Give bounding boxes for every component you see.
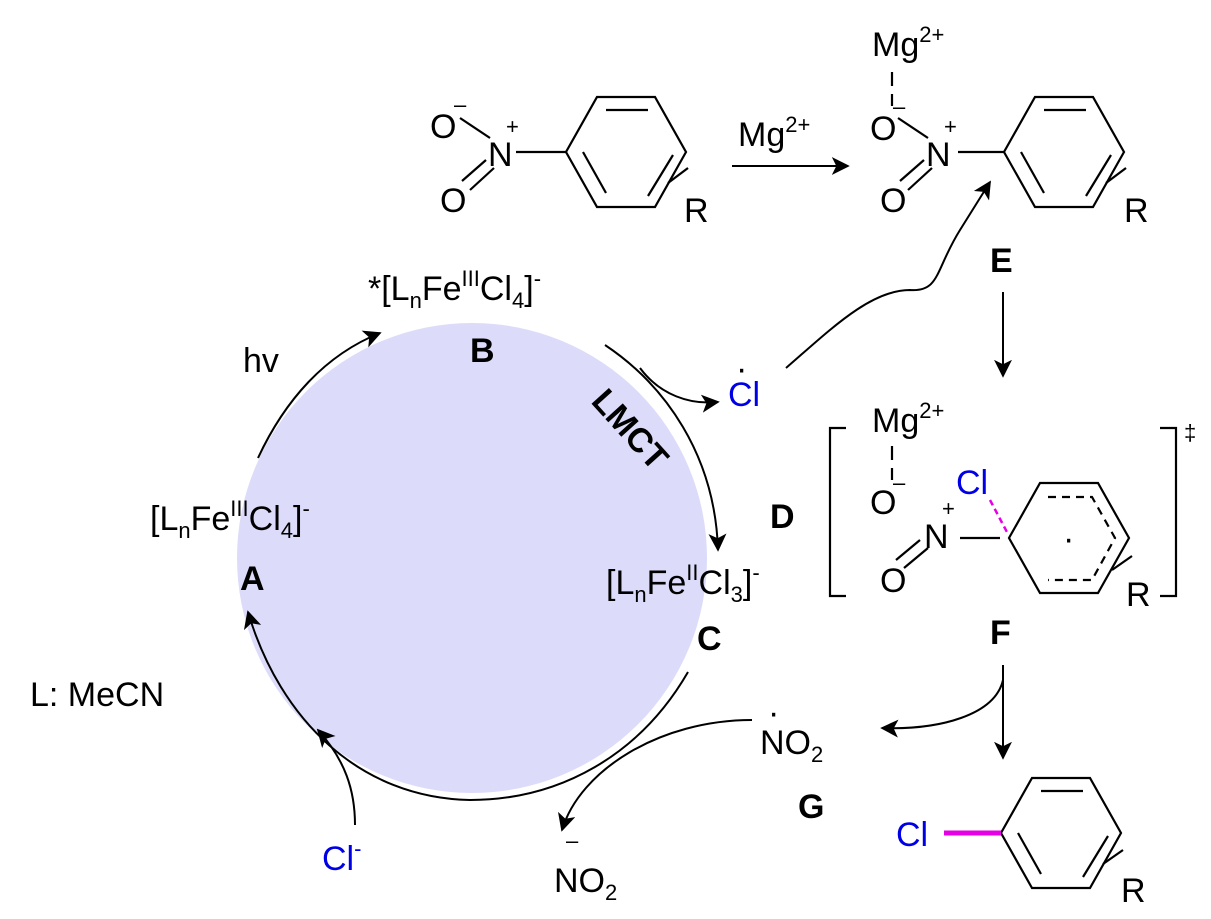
svg-text:Cl: Cl — [956, 464, 988, 502]
svg-text:O: O — [430, 108, 456, 146]
no2-radical: NO2 — [760, 724, 823, 767]
svg-text:–: – — [893, 470, 906, 495]
label-b: B — [470, 332, 495, 370]
no2-radical-dot: · — [768, 694, 779, 732]
svg-text:O: O — [880, 182, 906, 220]
label-hv: hv — [243, 342, 279, 380]
svg-text:Mg2+: Mg2+ — [872, 22, 944, 64]
svg-text:Cl: Cl — [896, 816, 928, 854]
label-e: E — [990, 242, 1013, 280]
arrow-f-to-no2 — [880, 679, 1004, 738]
svg-text:+: + — [944, 114, 957, 139]
chloroarene-product: Cl R — [896, 776, 1146, 910]
arrow-no2-reduction — [558, 719, 753, 832]
svg-text:R: R — [1121, 872, 1146, 910]
label-ligand: L: MeCN — [30, 676, 164, 714]
species-e-structure: Mg2+ O – N + O R — [870, 22, 1149, 230]
svg-text:+: + — [506, 114, 519, 139]
svg-text:R: R — [1126, 576, 1151, 614]
arrow-cl-radical-release — [639, 367, 720, 413]
species-a-formula: [LnFeIIICl4]- — [150, 496, 310, 543]
svg-text:–: – — [454, 92, 467, 117]
label-d: D — [770, 498, 795, 536]
svg-text:Mg2+: Mg2+ — [872, 398, 944, 440]
svg-text:R: R — [1124, 192, 1149, 230]
chloride-ion: Cl- — [322, 836, 361, 878]
chlorine-radical-dot: · — [736, 350, 747, 388]
svg-text:O: O — [440, 182, 466, 220]
svg-text:N: N — [488, 136, 513, 174]
nitroarene-reactant: O – N + O R — [430, 92, 709, 230]
arrow-chloride-in — [316, 728, 356, 826]
nitrite: NO2 — [554, 862, 617, 905]
svg-text:‡: ‡ — [1184, 420, 1196, 445]
svg-text:–: – — [893, 94, 906, 119]
arrow-cl-radical-attack — [785, 180, 991, 369]
svg-text:·: · — [1063, 520, 1074, 558]
species-b-formula: *[LnFeIIICl4]- — [368, 266, 541, 313]
label-f: F — [990, 614, 1011, 652]
svg-text:N: N — [926, 136, 951, 174]
reagent-mg: Mg2+ — [738, 112, 810, 154]
nitrite-charge: – — [566, 828, 579, 853]
svg-text:O: O — [880, 562, 906, 600]
svg-text:+: + — [942, 496, 955, 521]
label-c: C — [697, 620, 722, 658]
label-g: G — [798, 788, 824, 826]
arc-b-to-c — [604, 344, 727, 552]
label-a: A — [240, 560, 265, 598]
svg-text:R: R — [684, 192, 709, 230]
svg-text:O: O — [870, 110, 896, 148]
catalytic-cycle-circle — [237, 323, 707, 793]
arc-c-to-a — [243, 610, 689, 802]
svg-text:O: O — [870, 484, 896, 522]
svg-text:N: N — [924, 518, 949, 556]
species-f-structure: ‡ Mg2+ O – N + O · R Cl — [828, 398, 1196, 614]
chlorine-radical: Cl — [728, 376, 760, 414]
species-c-formula: [LnFeIICl3]- — [606, 560, 760, 607]
arc-a-to-b — [257, 330, 382, 459]
